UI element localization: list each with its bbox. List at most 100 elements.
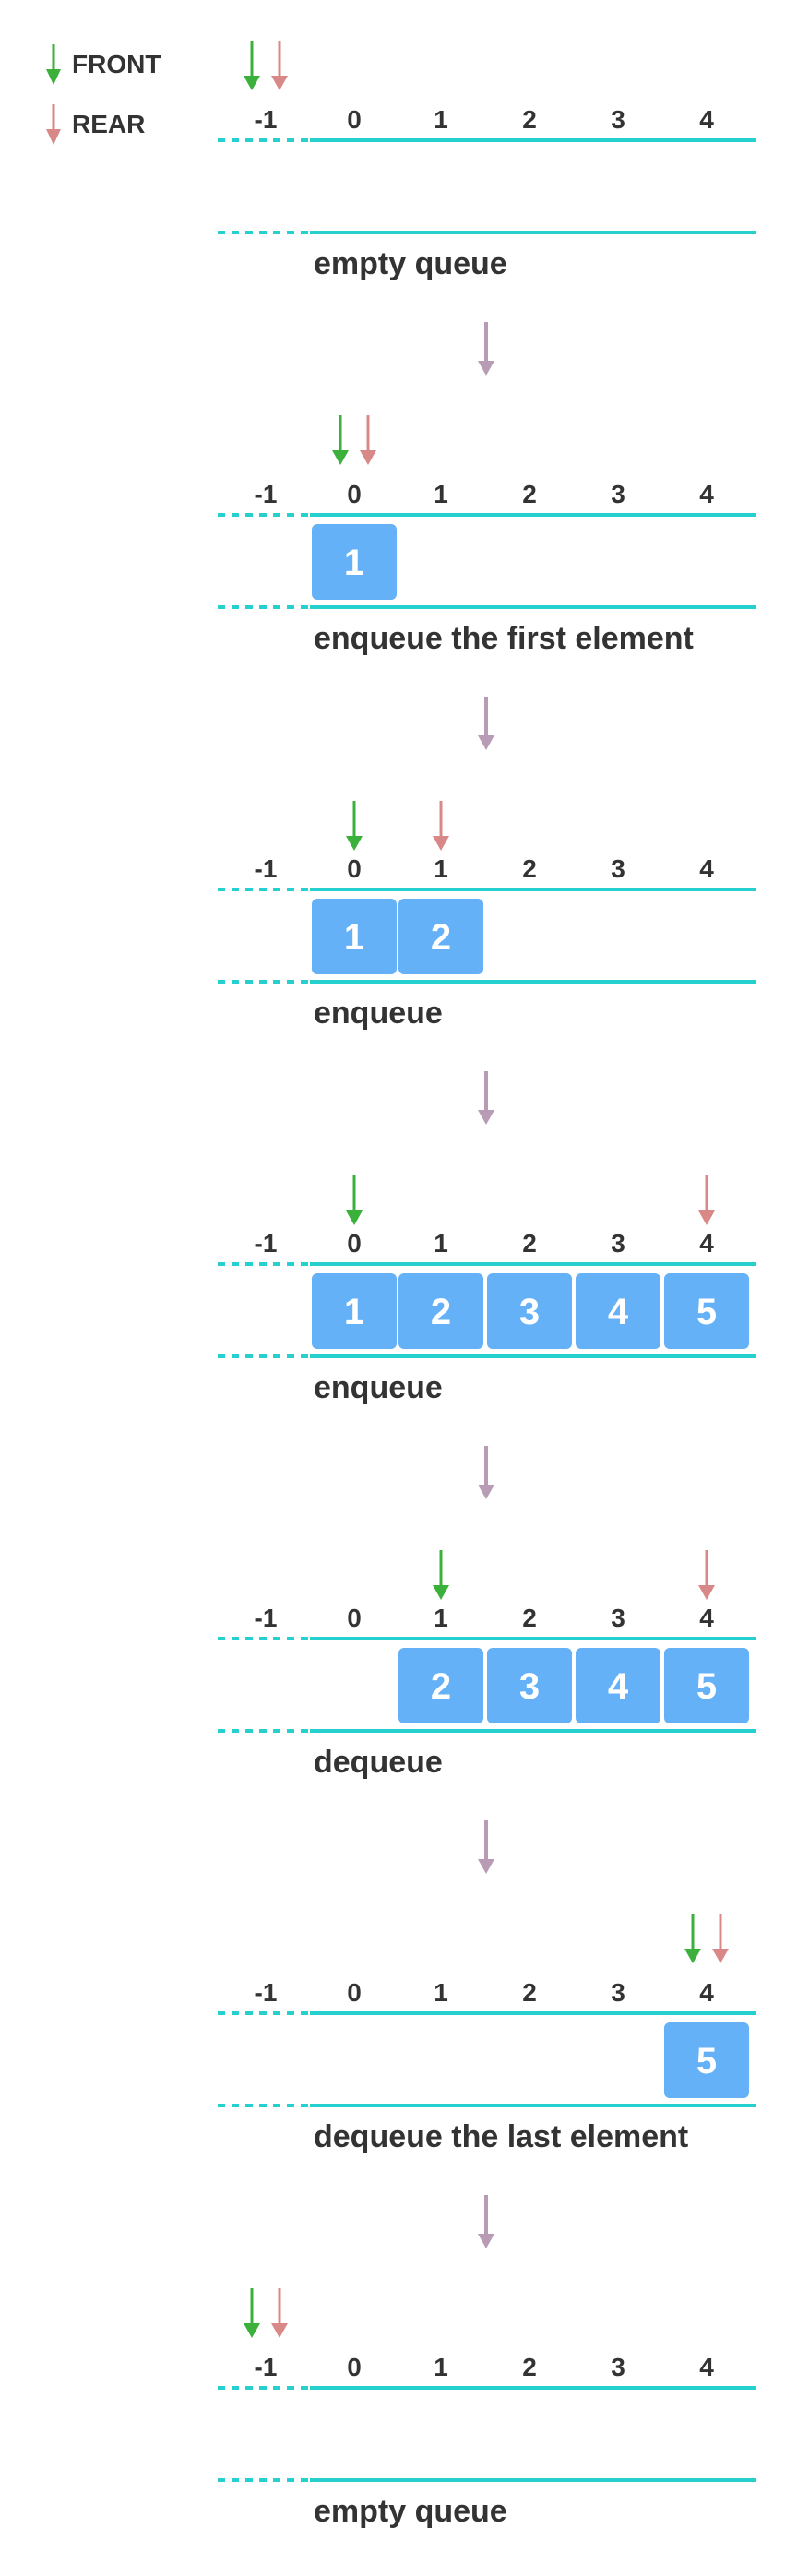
queue-cell-0 — [312, 899, 397, 974]
queue-cell-1 — [398, 899, 483, 974]
rear-pointer-step-2 — [360, 415, 376, 465]
index-label-1: 1 — [434, 105, 448, 134]
front-pointer-step-3 — [346, 801, 363, 851]
index-label-3: 3 — [611, 1978, 625, 2007]
queue-cell-3 — [576, 1273, 660, 1349]
queue-cell-value-0: 1 — [344, 1292, 364, 1332]
legend-front-label: FRONT — [72, 50, 161, 78]
step-caption-6: dequeue the last element — [314, 2119, 688, 2154]
rear-pointer-step-3 — [433, 801, 449, 851]
front-arrow-icon — [46, 44, 61, 85]
index-label-2: 2 — [522, 480, 537, 508]
index-label-0: 0 — [347, 105, 362, 134]
step-caption-2: enqueue the first element — [314, 621, 694, 656]
step-caption-4: enqueue — [314, 1370, 443, 1405]
index-label-4: 4 — [699, 1978, 714, 2007]
legend-rear: REAR — [44, 101, 145, 148]
index-label-4: 4 — [699, 1229, 714, 1258]
rear-pointer-step-7 — [271, 2288, 288, 2338]
index-label-4: 4 — [699, 1604, 714, 1632]
index-label-0: 0 — [347, 1978, 362, 2007]
index-label-0: 0 — [347, 1229, 362, 1258]
queue-cell-1 — [398, 1648, 483, 1723]
front-pointer-step-4 — [346, 1175, 363, 1225]
queue-cell-value-4: 5 — [696, 1292, 717, 1332]
rear-pointer-step-1 — [271, 41, 288, 90]
queue-cell-0 — [312, 524, 397, 600]
index-label-2: 2 — [522, 1978, 537, 2007]
queue-cell-2 — [487, 1648, 572, 1723]
step-transition-arrow-1 — [478, 322, 494, 376]
queue-cell-1 — [398, 1273, 483, 1349]
index-label-2: 2 — [522, 1604, 537, 1632]
step-transition-arrow-3 — [478, 1071, 494, 1125]
index-label-3: 3 — [611, 854, 625, 883]
rear-pointer-step-6 — [712, 1914, 729, 1963]
index-label-1: 1 — [434, 1978, 448, 2007]
step-transition-arrow-4 — [478, 1446, 494, 1499]
index-label-3: 3 — [611, 1229, 625, 1258]
index-label--1: -1 — [255, 1604, 278, 1632]
index-label-1: 1 — [434, 480, 448, 508]
queue-cell-value-1: 2 — [431, 1666, 451, 1707]
legend-front: FRONT — [44, 42, 161, 88]
index-label--1: -1 — [255, 480, 278, 508]
index-label-2: 2 — [522, 2353, 537, 2381]
index-label--1: -1 — [255, 1978, 278, 2007]
rear-pointer-step-5 — [698, 1550, 715, 1600]
index-label-2: 2 — [522, 105, 537, 134]
index-label--1: -1 — [255, 105, 278, 134]
rear-arrow-icon — [46, 104, 61, 145]
queue-cell-value-3: 4 — [608, 1292, 629, 1332]
queue-cell-value-4: 5 — [696, 1666, 717, 1707]
front-pointer-step-2 — [332, 415, 349, 465]
legend-rear-label: REAR — [72, 110, 146, 138]
index-label-0: 0 — [347, 854, 362, 883]
queue-cell-4 — [664, 1648, 749, 1723]
queue-cell-value-1: 2 — [431, 917, 451, 958]
queue-cell-4 — [664, 2022, 749, 2098]
index-label-2: 2 — [522, 854, 537, 883]
index-label-1: 1 — [434, 2353, 448, 2381]
queue-cell-4 — [664, 1273, 749, 1349]
step-caption-1: empty queue — [314, 246, 507, 281]
index-label-1: 1 — [434, 1229, 448, 1258]
queue-cell-3 — [576, 1648, 660, 1723]
queue-cell-value-2: 3 — [519, 1292, 540, 1332]
index-label--1: -1 — [255, 1229, 278, 1258]
index-label--1: -1 — [255, 2353, 278, 2381]
step-caption-3: enqueue — [314, 996, 443, 1031]
index-label-1: 1 — [434, 1604, 448, 1632]
index-label-4: 4 — [699, 854, 714, 883]
index-label-1: 1 — [434, 854, 448, 883]
front-pointer-step-7 — [244, 2288, 260, 2338]
index-label-3: 3 — [611, 105, 625, 134]
index-label--1: -1 — [255, 854, 278, 883]
index-label-3: 3 — [611, 480, 625, 508]
index-label-0: 0 — [347, 2353, 362, 2381]
queue-cell-0 — [312, 1273, 397, 1349]
queue-cell-2 — [487, 1273, 572, 1349]
front-pointer-step-1 — [244, 41, 260, 90]
step-caption-5: dequeue — [314, 1745, 443, 1780]
front-pointer-step-5 — [433, 1550, 449, 1600]
index-label-4: 4 — [699, 480, 714, 508]
queue-cell-value-0: 1 — [344, 917, 364, 958]
index-label-0: 0 — [347, 1604, 362, 1632]
step-caption-7: empty queue — [314, 2494, 507, 2529]
step-transition-arrow-5 — [478, 1820, 494, 1874]
index-label-4: 4 — [699, 2353, 714, 2381]
queue-cell-value-2: 3 — [519, 1666, 540, 1707]
index-label-3: 3 — [611, 1604, 625, 1632]
index-label-4: 4 — [699, 105, 714, 134]
index-label-2: 2 — [522, 1229, 537, 1258]
index-label-0: 0 — [347, 480, 362, 508]
queue-cell-value-0: 1 — [344, 543, 364, 583]
step-transition-arrow-6 — [478, 2195, 494, 2248]
queue-cell-value-1: 2 — [431, 1292, 451, 1332]
step-transition-arrow-2 — [478, 697, 494, 750]
rear-pointer-step-4 — [698, 1175, 715, 1225]
queue-cell-value-4: 5 — [696, 2041, 717, 2081]
